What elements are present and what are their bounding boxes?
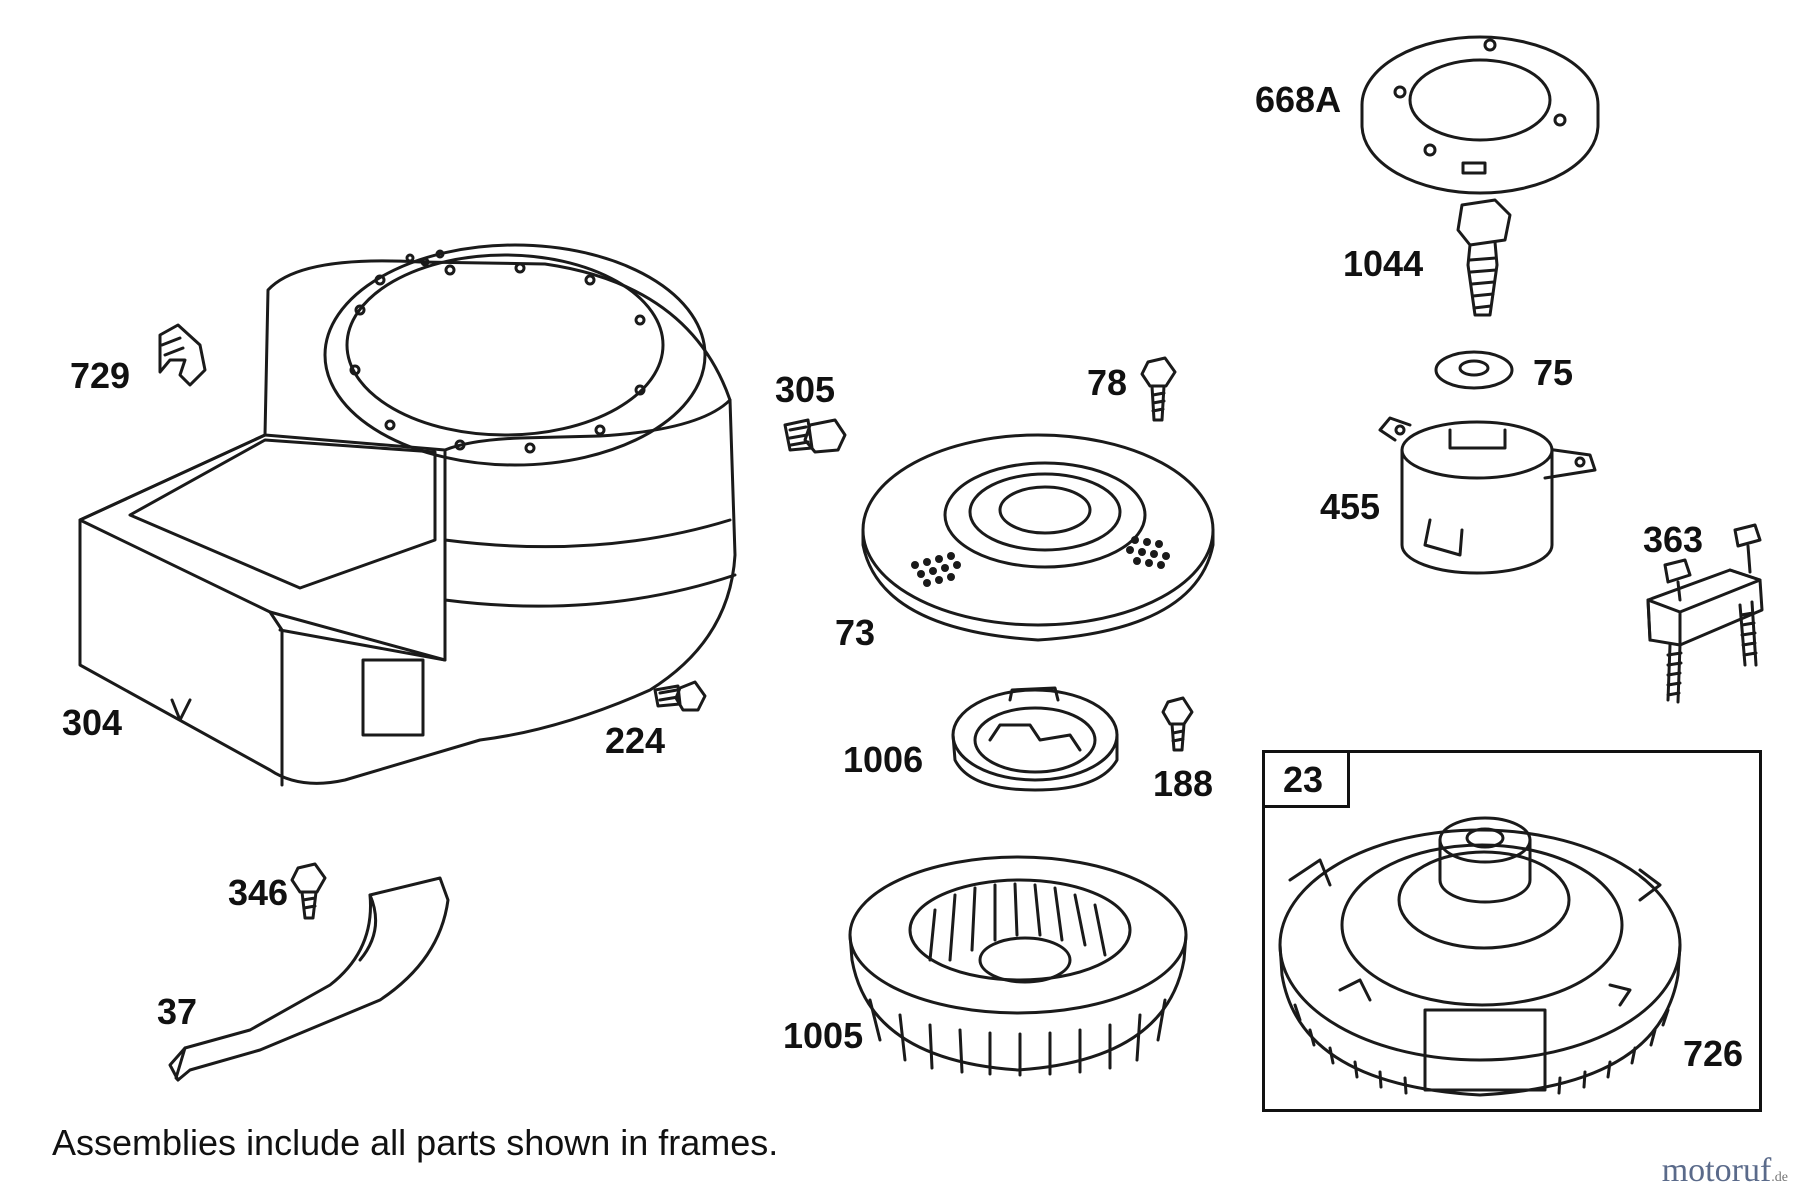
part-1044-stud [1456, 198, 1512, 317]
part-75-washer [1434, 350, 1514, 390]
part-37-air-guide [168, 876, 450, 1082]
callout-729: 729 [70, 355, 131, 396]
callout-73: 73 [835, 612, 876, 653]
callout-363: 363 [1643, 519, 1704, 560]
part-73-rotating-screen [861, 433, 1215, 642]
part-726-flywheel [1278, 816, 1682, 1097]
assembly-frame [1262, 750, 1762, 1112]
watermark: motoruf.de [1662, 1152, 1788, 1190]
callout-726: 726 [1683, 1033, 1744, 1074]
callout-188: 188 [1153, 763, 1214, 804]
callout-75: 75 [1533, 352, 1574, 393]
part-78-screw [1140, 356, 1177, 422]
callout-304: 304 [62, 702, 123, 743]
part-188-screw [1161, 696, 1194, 752]
part-363-terminal-block [1646, 523, 1764, 704]
callout-668A: 668A [1255, 79, 1342, 120]
watermark-brand: motoruf [1661, 1152, 1772, 1189]
callout-37: 37 [157, 991, 198, 1032]
watermark-suffix: .de [1771, 1170, 1788, 1185]
callout-224: 224 [605, 720, 666, 761]
part-1005-fan [848, 855, 1188, 1077]
callout-1044: 1044 [1343, 243, 1424, 284]
part-224-screw [653, 680, 707, 712]
part-1006-ratchet [951, 686, 1119, 792]
callout-1005: 1005 [783, 1015, 864, 1056]
callout-305: 305 [775, 369, 836, 410]
part-304-blower-housing [78, 243, 737, 787]
part-729-clip [158, 323, 207, 387]
part-346-screw [290, 862, 327, 920]
assembly-frame-tab [1262, 750, 1350, 808]
callout-23: 23 [1283, 759, 1324, 800]
callout-455: 455 [1320, 486, 1381, 527]
callout-346: 346 [228, 872, 289, 913]
part-668A-mounting-plate [1360, 35, 1600, 195]
footnote: Assemblies include all parts shown in fr… [52, 1122, 779, 1163]
part-305-bolt [783, 418, 847, 454]
callout-1006: 1006 [843, 739, 924, 780]
part-455-cup-bracket [1378, 416, 1597, 575]
callout-78: 78 [1087, 362, 1128, 403]
